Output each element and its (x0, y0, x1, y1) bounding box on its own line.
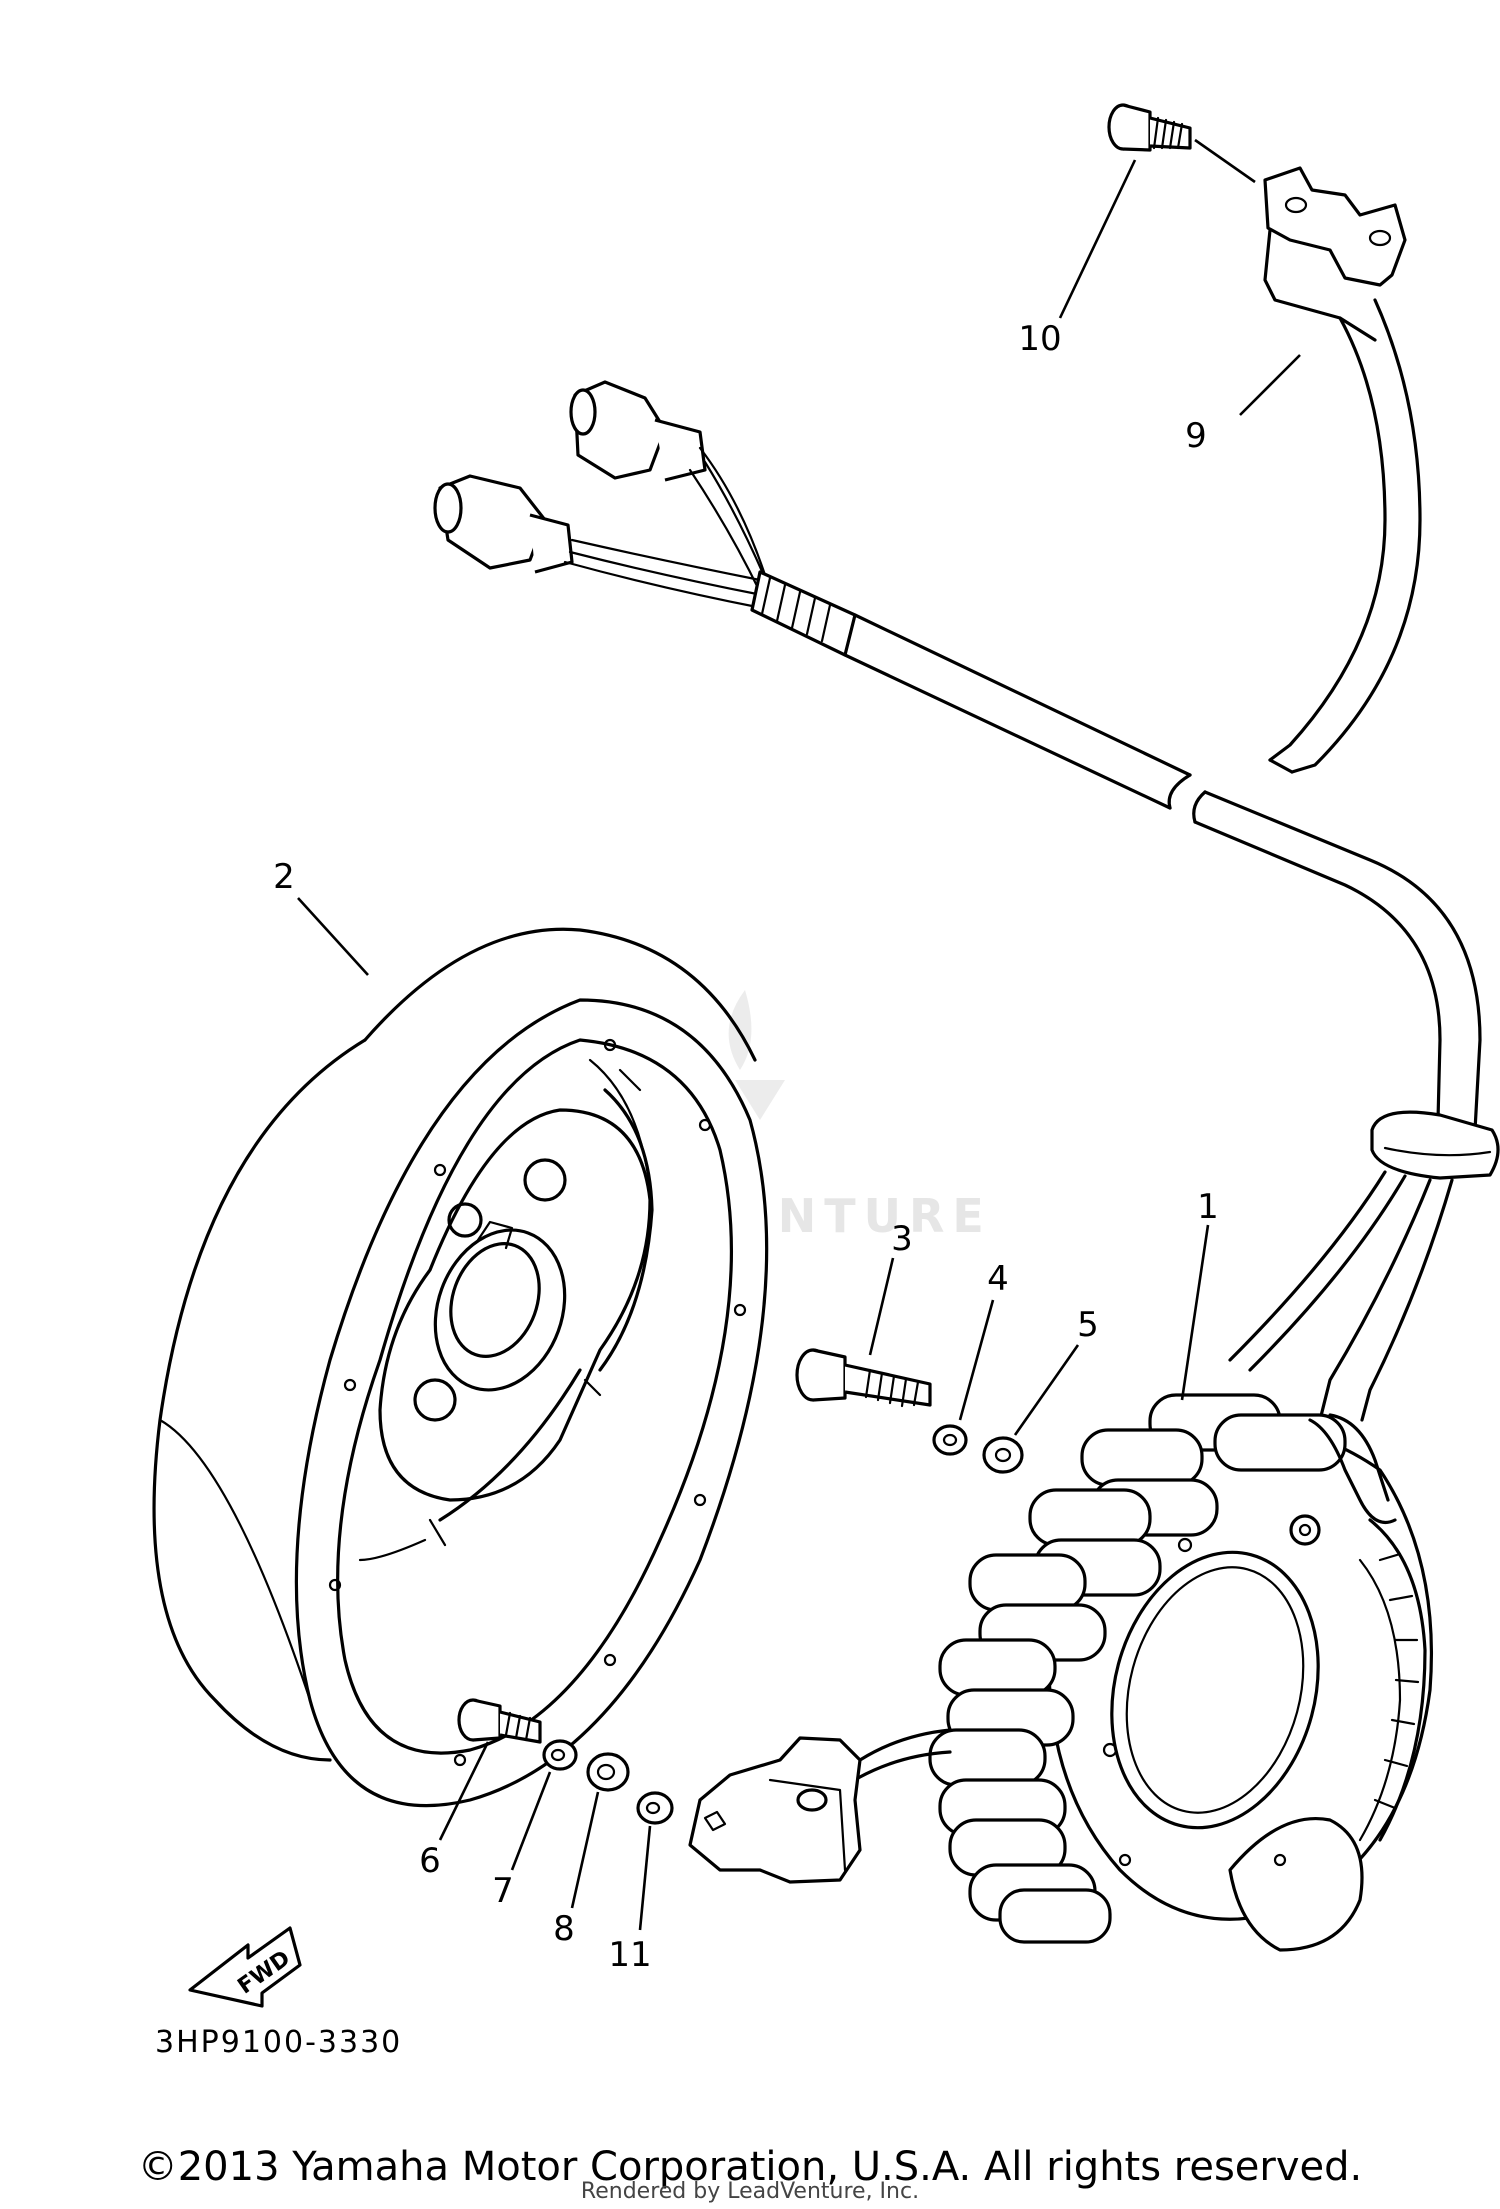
callout-9-leader (1239, 354, 1301, 416)
callout-11-leader (638, 1825, 652, 1931)
wire-harness (433, 380, 1500, 1422)
callout-4-leader (958, 1299, 995, 1421)
part-4-lock-washer (932, 1424, 968, 1456)
callout-8-leader (570, 1791, 600, 1909)
pickup-coil (688, 1728, 952, 1884)
callout-2: 2 (273, 857, 295, 897)
diagram-code: 3HP9100-3330 (155, 2025, 402, 2060)
callout-5: 5 (1077, 1305, 1099, 1345)
callout-8: 8 (553, 1909, 575, 1949)
part-5-washer (982, 1436, 1024, 1474)
callout-2-leader (297, 897, 369, 976)
callout-3-leader (868, 1257, 895, 1356)
callout-6: 6 (419, 1841, 441, 1881)
callout-1: 1 (1197, 1187, 1219, 1227)
callout-4: 4 (987, 1259, 1009, 1299)
callout-11: 11 (608, 1935, 651, 1975)
part-11-lock-washer (636, 1791, 674, 1825)
fwd-arrow-icon (188, 1926, 302, 2008)
part-9-bracket (1263, 166, 1422, 774)
stator-coils (928, 1393, 1347, 1944)
callout-10: 10 (1018, 319, 1061, 359)
callout-6-leader (438, 1741, 490, 1841)
part-8-washer (586, 1752, 630, 1792)
callout-numbers: 1 2 3 4 5 6 7 8 9 10 11 (273, 319, 1219, 1975)
callout-3: 3 (891, 1219, 913, 1259)
part-3-bolt (795, 1348, 932, 1408)
callout-5-leader (1013, 1344, 1080, 1436)
callout-7: 7 (492, 1871, 514, 1911)
copyright-notice: ©2013 Yamaha Motor Corporation, U.S.A. A… (138, 2144, 1363, 2190)
callout-1-leader (1180, 1224, 1210, 1401)
part-10-screw (1107, 103, 1192, 152)
part-2-rotor (152, 927, 769, 1808)
rendered-by: Rendered by LeadVenture, Inc. (581, 2179, 919, 2204)
callout-9: 9 (1185, 416, 1207, 456)
screw-bracket-dashed-line (1194, 138, 1256, 184)
watermark-flame-icon (728, 990, 785, 1120)
fwd-arrow: FWD (188, 1926, 302, 2008)
part-7-lock-washer (542, 1739, 578, 1771)
callout-7-leader (510, 1771, 552, 1871)
callout-10-leader (1058, 159, 1137, 319)
rotor-bolt-holes (328, 1038, 747, 1767)
part-1-stator (928, 1393, 1434, 1952)
part-6-screw (457, 1698, 542, 1744)
